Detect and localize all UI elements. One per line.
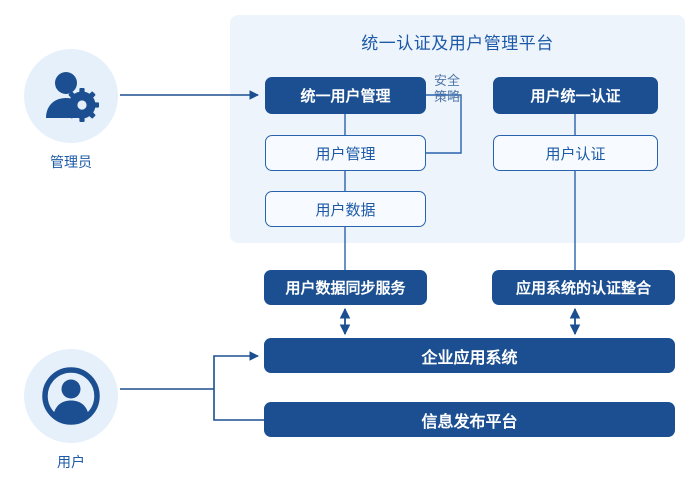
node-user-data[interactable]: 用户数据	[265, 191, 426, 227]
node-app-auth-integration[interactable]: 应用系统的认证整合	[492, 270, 675, 305]
node-user-data-sync-service[interactable]: 用户数据同步服务	[264, 270, 427, 305]
node-user-authentication[interactable]: 用户认证	[493, 135, 658, 171]
panel-title: 统一认证及用户管理平台	[361, 34, 554, 54]
connector-user-to-enterprise-app	[213, 351, 259, 389]
user-gear-icon	[46, 72, 99, 122]
connector-security-policy-bracket	[426, 94, 462, 154]
node-enterprise-application-system[interactable]: 企业应用系统	[264, 338, 675, 373]
node-user-management[interactable]: 用户管理	[265, 135, 426, 171]
node-unified-authentication[interactable]: 用户统一认证	[493, 77, 658, 114]
node-unified-user-management[interactable]: 统一用户管理	[265, 77, 426, 114]
actor-admin-icon-circle	[24, 49, 118, 143]
edge-label-security-policy: 安全 策略	[430, 74, 464, 107]
edge-label-security-policy-line2: 策略	[433, 90, 460, 106]
connector-user-to-info-publish	[213, 389, 264, 421]
actor-admin[interactable]: 管理员	[24, 49, 118, 172]
actor-admin-label: 管理员	[50, 155, 92, 171]
user-circle-icon	[42, 367, 100, 425]
actor-user-icon-circle	[24, 349, 118, 443]
edge-label-security-policy-line1: 安全	[433, 74, 460, 89]
node-information-publishing-platform[interactable]: 信息发布平台	[264, 402, 675, 437]
actor-user[interactable]: 用户	[24, 349, 118, 472]
actor-user-label: 用户	[57, 455, 85, 471]
